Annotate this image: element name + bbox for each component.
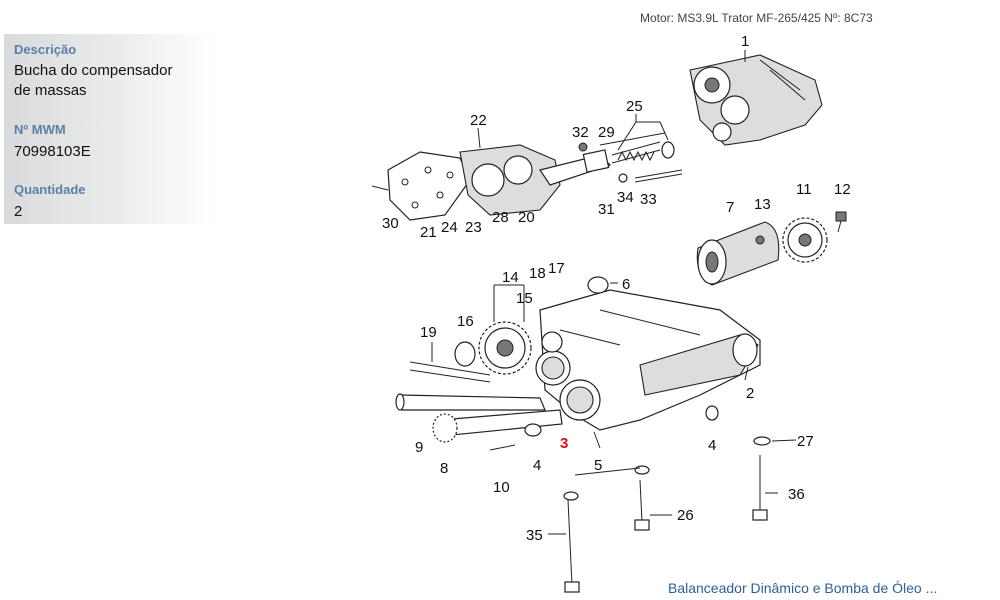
description-line-1: Bucha do compensador [14, 62, 173, 79]
callout-33: 33 [640, 191, 657, 208]
callout-36: 36 [788, 486, 805, 503]
callout-14: 14 [502, 269, 519, 286]
part-13-dowel[interactable] [755, 235, 765, 245]
quantity-label: Quantidade [14, 182, 86, 197]
part-4-plug-left[interactable] [524, 423, 542, 437]
callout-29: 29 [598, 124, 615, 141]
callout-5: 5 [594, 457, 602, 474]
callout-24: 24 [441, 219, 458, 236]
part-12-bolt[interactable] [835, 211, 847, 233]
callout-19: 19 [420, 324, 437, 341]
part-6-plug[interactable] [587, 276, 609, 294]
callout-34: 34 [617, 189, 634, 206]
callout-32: 32 [572, 124, 589, 141]
quantity-value: 2 [14, 203, 23, 220]
description-label: Descrição [14, 42, 77, 57]
callout-30: 30 [382, 215, 399, 232]
part-5-pin[interactable] [593, 431, 601, 449]
part-26-bolt[interactable] [634, 465, 650, 531]
callout-22: 22 [470, 112, 487, 129]
callout-26: 26 [677, 507, 694, 524]
description-line-2: de massas [14, 82, 87, 99]
callout-8: 8 [440, 460, 448, 477]
part-25-relief-valve[interactable] [599, 132, 683, 183]
part-17-ring[interactable] [541, 331, 563, 353]
callout-10: 10 [493, 479, 510, 496]
part-22-pump-body[interactable] [459, 144, 561, 216]
part-27-washer[interactable] [753, 436, 771, 446]
part-19-bolt[interactable] [409, 361, 491, 383]
callout-numbers: 1 2 3 4 4 5 6 7 8 9 10 11 12 13 14 15 16… [382, 33, 851, 544]
part-4-plug-right[interactable] [705, 405, 719, 421]
callout-35: 35 [526, 527, 543, 544]
part-info-panel: Descrição Bucha do compensador de massas… [4, 34, 216, 224]
callout-11: 11 [796, 181, 812, 198]
callout-16: 16 [457, 313, 474, 330]
part-3-bushing-selected[interactable] [559, 379, 601, 421]
engine-header: Motor: MS3.9L Trator MF-265/425 Nº: 8C73 [640, 11, 873, 25]
callout-2: 2 [746, 385, 754, 402]
part-30-pin[interactable] [371, 185, 389, 191]
part-7-bushing[interactable] [696, 221, 780, 286]
callout-12: 12 [834, 181, 851, 198]
leader-lines [431, 114, 797, 535]
callout-21: 21 [420, 224, 437, 241]
callout-17: 17 [548, 260, 565, 277]
part-10-pin[interactable] [489, 444, 516, 451]
callout-4-left: 4 [533, 457, 541, 474]
part-14-balancer-gear[interactable] [478, 321, 532, 375]
callout-15: 15 [516, 290, 533, 307]
part-18-bushing[interactable] [535, 350, 571, 386]
mwm-number-value: 70998103E [14, 143, 91, 160]
part-11-gear[interactable] [782, 217, 828, 263]
callout-4-right: 4 [708, 437, 716, 454]
callout-6: 6 [622, 276, 630, 293]
part-9-balancer-shaft[interactable] [395, 393, 546, 411]
callout-25: 25 [626, 98, 643, 115]
callout-28: 28 [492, 209, 509, 226]
part-1-balancer-assembly[interactable] [689, 54, 823, 146]
part-35-bolt[interactable] [563, 491, 580, 593]
callout-18: 18 [529, 265, 546, 282]
callout-13: 13 [754, 196, 771, 213]
diagram-title-link[interactable]: Balanceador Dinâmico e Bomba de Óleo ... [668, 580, 938, 596]
part-36-bolt[interactable] [752, 455, 768, 521]
part-20-oil-pipe[interactable] [539, 149, 612, 186]
callout-23: 23 [465, 219, 482, 236]
callout-1: 1 [741, 33, 749, 50]
part-8-balancer-shaft[interactable] [432, 409, 563, 443]
callout-31: 31 [598, 201, 615, 218]
callout-3-selected: 3 [560, 435, 568, 452]
part-32-plug[interactable] [578, 142, 588, 152]
callout-27: 27 [797, 433, 814, 450]
callout-20: 20 [518, 209, 535, 226]
part-16-washer[interactable] [454, 341, 476, 367]
mwm-number-label: Nº MWM [14, 122, 66, 137]
callout-7: 7 [726, 199, 734, 216]
callout-9: 9 [415, 439, 423, 456]
part-21-pump-cover[interactable] [387, 151, 471, 221]
